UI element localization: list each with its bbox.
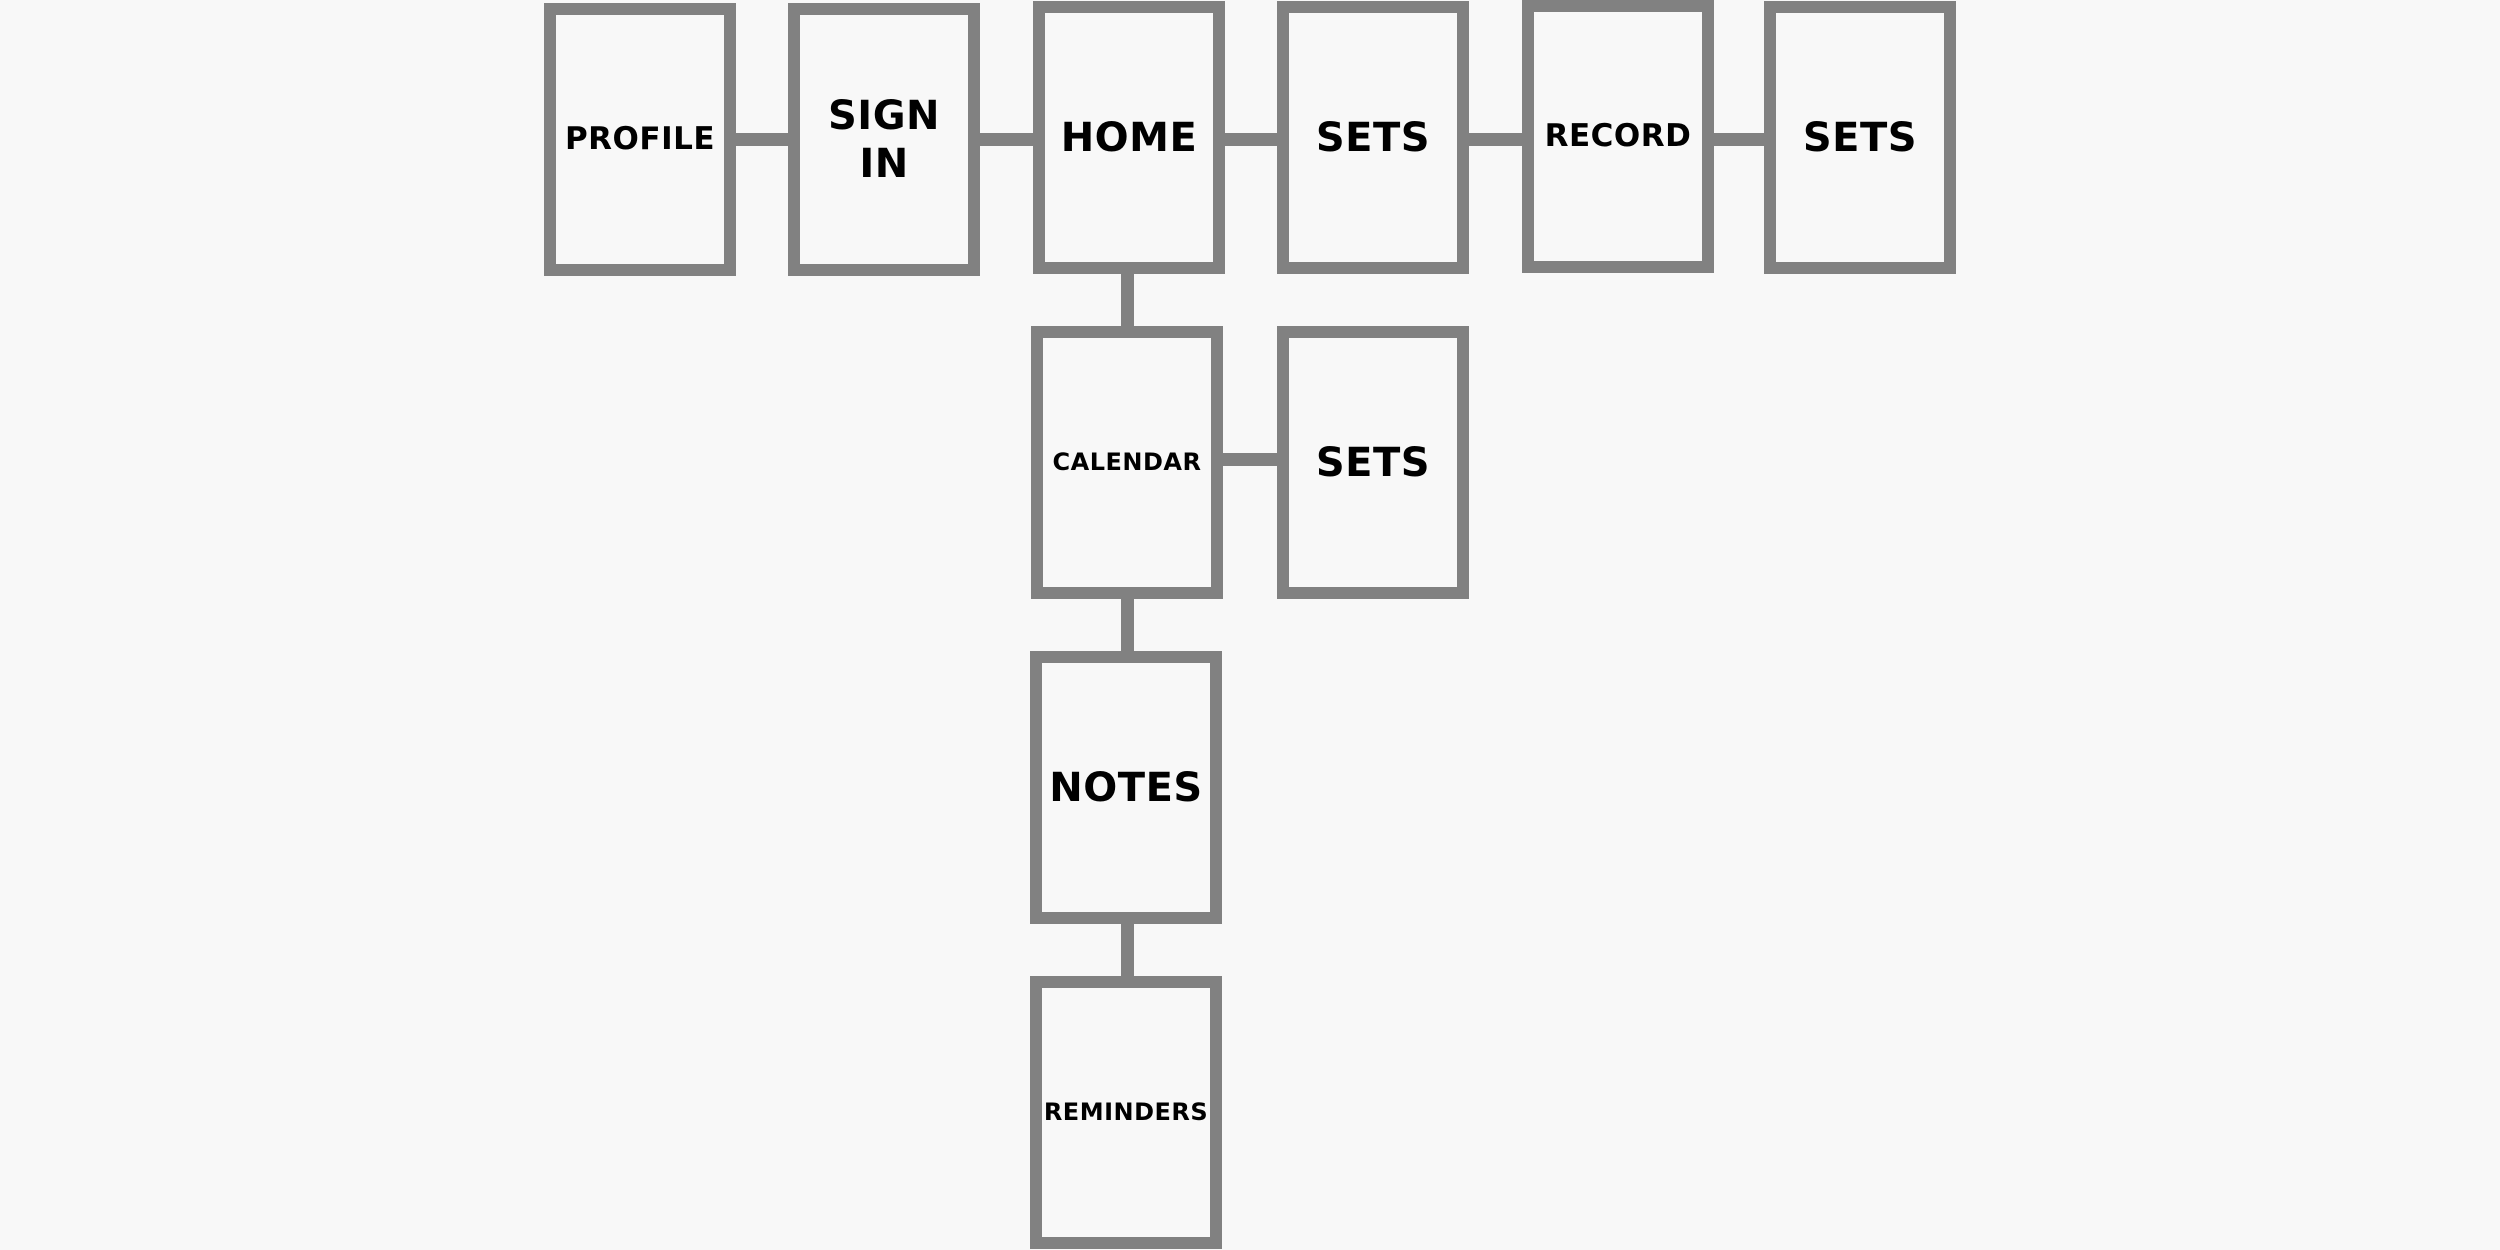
- screen-label: NOTES: [1049, 764, 1203, 811]
- screen-calendar: CALENDAR: [1031, 326, 1223, 599]
- screen-label: CALENDAR: [1052, 448, 1202, 477]
- screen-profile: PROFILE: [544, 3, 736, 276]
- connector-record-sets: [1712, 133, 1768, 146]
- screen-label: HOME: [1060, 114, 1198, 161]
- screen-label: SIGN IN: [828, 92, 940, 187]
- screen-label: PROFILE: [564, 120, 716, 157]
- connector-signin-home: [978, 133, 1034, 146]
- screen-label: SETS: [1802, 114, 1918, 161]
- connector-home-sets: [1223, 133, 1279, 146]
- screen-home: HOME: [1033, 1, 1225, 274]
- screen-reminders: REMINDERS: [1030, 976, 1222, 1249]
- connector-profile-signin: [734, 133, 790, 146]
- screen-label: SETS: [1315, 439, 1431, 486]
- screen-sets: SETS: [1277, 326, 1469, 599]
- screen-label: SETS: [1315, 114, 1431, 161]
- screen-sets: SETS: [1764, 1, 1956, 274]
- connector-notes-reminders: [1121, 920, 1134, 980]
- connector-calendar-notes: [1121, 595, 1134, 655]
- screen-label: RECORD: [1544, 117, 1692, 154]
- screen-label: REMINDERS: [1043, 1098, 1209, 1127]
- connector-sets-record: [1467, 133, 1523, 146]
- connector-calendar-sets: [1220, 453, 1280, 466]
- screen-sign-in: SIGN IN: [788, 3, 980, 276]
- screen-notes: NOTES: [1030, 651, 1222, 924]
- screen-sets: SETS: [1277, 1, 1469, 274]
- connector-home-calendar: [1121, 272, 1134, 330]
- screen-record: RECORD: [1522, 0, 1714, 273]
